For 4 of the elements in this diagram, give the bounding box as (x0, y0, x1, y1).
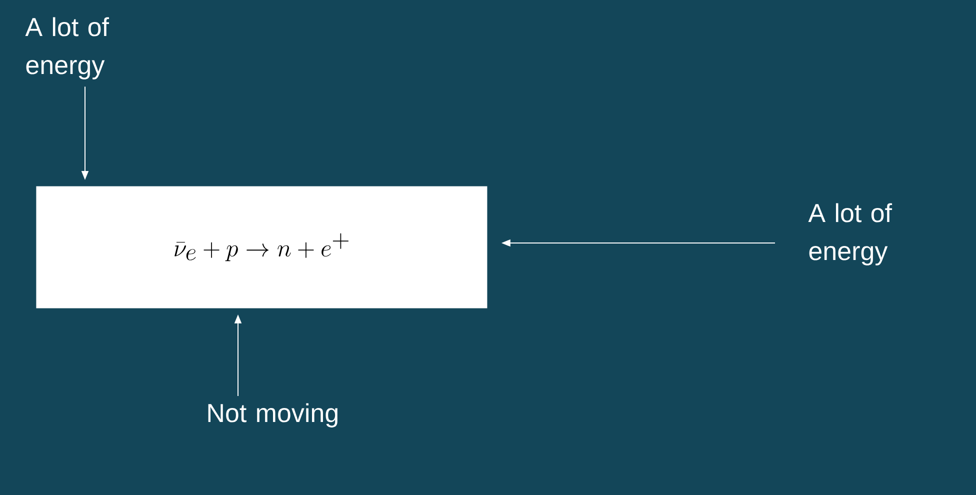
annotation-text: A lot of energy (25, 17, 110, 80)
annotation-text: Not moving (208, 403, 338, 428)
formula-box: $\bar{\nu}_e + p \rightarrow n + e^{+}$ (36, 186, 488, 308)
annotation-text: A lot of energy (808, 203, 892, 266)
